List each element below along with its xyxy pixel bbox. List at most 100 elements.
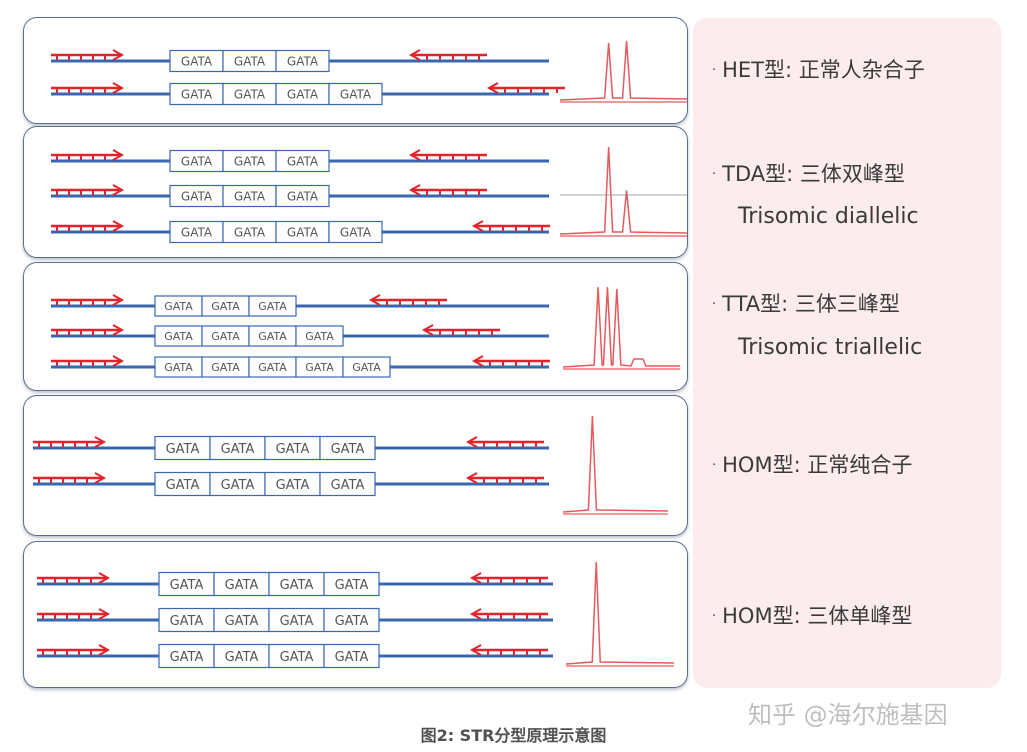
primer-arrowhead — [112, 355, 125, 367]
electropherogram — [562, 415, 669, 515]
primer-arrowhead — [469, 644, 482, 656]
tda-label: ·TDA型: 三体双峰型 — [712, 162, 905, 186]
repeat-unit-label: GATA — [181, 55, 213, 69]
repeat-box — [328, 220, 383, 244]
repeat-unit-label: GATA — [221, 478, 255, 493]
repeat-unit-label: GATA — [166, 442, 200, 457]
primer-arrowhead — [368, 294, 381, 306]
repeat-unit-label: GATA — [211, 361, 240, 374]
repeat-box — [275, 184, 330, 208]
repeat-unit-label: GATA — [221, 442, 255, 457]
primer-arrowhead — [471, 220, 484, 232]
primer-arrowhead — [98, 608, 111, 620]
repeat-unit-label: GATA — [225, 614, 259, 629]
primer-arrowhead — [421, 324, 434, 336]
primer-arrowhead — [469, 608, 482, 620]
primer-arrowhead — [112, 220, 125, 232]
electropherogram — [559, 41, 687, 103]
repeat-unit-label: GATA — [280, 614, 314, 629]
repeat-box — [323, 571, 380, 597]
right-label-background — [693, 18, 1001, 688]
repeat-unit-label: GATA — [181, 190, 213, 204]
repeat-unit-label: GATA — [335, 578, 369, 593]
repeat-unit-label: GATA — [234, 190, 266, 204]
repeat-unit-label: GATA — [335, 650, 369, 665]
repeat-unit-label: GATA — [335, 614, 369, 629]
repeat-unit-label: GATA — [181, 88, 213, 102]
peak-trace — [562, 287, 680, 368]
het-label: ·HET型: 正常人杂合子 — [712, 58, 925, 82]
repeat-unit-label: GATA — [276, 478, 310, 493]
primer-arrowhead — [465, 472, 478, 484]
repeat-unit-label: GATA — [340, 88, 372, 102]
allele-row: GATA GATA GATA GATA — [51, 82, 565, 106]
watermark: 知乎 @海尔施基因 — [748, 701, 948, 729]
repeat-unit-label: GATA — [258, 330, 287, 343]
repeat-unit-label: GATA — [305, 361, 334, 374]
repeat-unit-label: GATA — [280, 650, 314, 665]
primer-arrowhead — [98, 572, 111, 584]
hom-normal-label: ·HOM型: 正常纯合子 — [712, 453, 913, 477]
allele-row: GATA GATA GATA — [51, 149, 549, 173]
repeat-box — [323, 607, 380, 633]
electropherogram — [559, 146, 687, 237]
primer-arrowhead — [465, 436, 478, 448]
repeat-unit-label: GATA — [305, 330, 334, 343]
repeat-unit-label: GATA — [164, 361, 193, 374]
electropherogram — [562, 287, 680, 370]
primer-arrowhead — [112, 49, 125, 61]
primer-arrowhead — [408, 184, 421, 196]
figure-caption: 图2: STR分型原理示意图 — [420, 726, 607, 745]
primer-arrowhead — [98, 644, 111, 656]
hom-trisomic-label: ·HOM型: 三体单峰型 — [712, 604, 913, 628]
repeat-unit-label: GATA — [287, 88, 319, 102]
repeat-unit-label: GATA — [234, 88, 266, 102]
repeat-unit-label: GATA — [287, 226, 319, 240]
repeat-unit-label: GATA — [276, 442, 310, 457]
peak-trace — [559, 146, 687, 235]
repeat-unit-label: GATA — [181, 155, 213, 169]
primer-arrowhead — [408, 149, 421, 161]
repeat-unit-label: GATA — [181, 226, 213, 240]
primer-arrowhead — [471, 355, 484, 367]
repeat-unit-label: GATA — [331, 442, 365, 457]
electropherogram — [565, 561, 675, 667]
primer-arrowhead — [112, 294, 125, 306]
repeat-unit-label: GATA — [280, 578, 314, 593]
repeat-unit-label: GATA — [170, 578, 204, 593]
repeat-unit-label: GATA — [234, 226, 266, 240]
repeat-box — [319, 435, 376, 461]
primer-arrowhead — [94, 436, 107, 448]
repeat-unit-label: GATA — [234, 155, 266, 169]
repeat-box — [319, 471, 376, 497]
peak-trace — [559, 41, 687, 101]
primer-arrowhead — [469, 572, 482, 584]
tda-sublabel: Trisomic diallelic — [738, 204, 919, 229]
repeat-unit-label: GATA — [164, 300, 193, 313]
repeat-box — [275, 49, 330, 73]
tta-sublabel: Trisomic triallelic — [738, 335, 923, 360]
primer-arrowhead — [112, 82, 125, 94]
repeat-box — [275, 149, 330, 173]
primer-arrowhead — [94, 472, 107, 484]
repeat-unit-label: GATA — [287, 155, 319, 169]
primer-arrowhead — [486, 82, 499, 94]
primer-arrowhead — [112, 149, 125, 161]
